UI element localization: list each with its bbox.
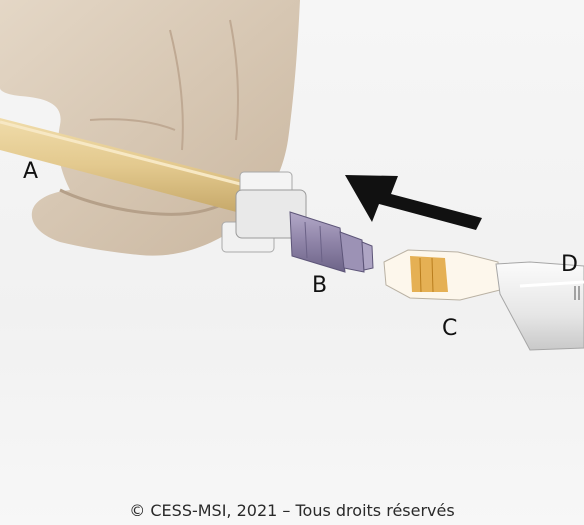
label-d: D xyxy=(561,254,578,276)
syringe-cap xyxy=(384,250,500,300)
label-a: A xyxy=(23,161,38,183)
catheter-connection-drawing xyxy=(0,0,584,500)
copyright-notice: © CESS-MSI, 2021 – Tous droits réservés xyxy=(0,503,584,519)
catheter-hub xyxy=(290,212,373,272)
label-c: C xyxy=(442,318,457,340)
arrow-left-icon xyxy=(345,175,482,230)
label-b: B xyxy=(312,275,327,297)
